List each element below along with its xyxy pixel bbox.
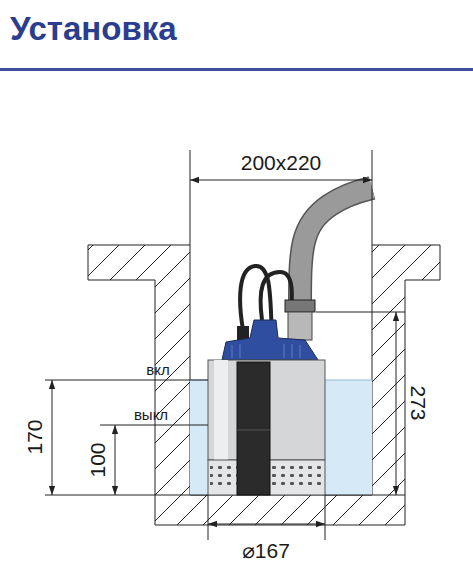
outlet-clamp — [285, 300, 315, 312]
hose — [300, 188, 372, 310]
dimension-text: 170 — [24, 419, 45, 454]
dimension-text: 100 — [87, 442, 108, 477]
float-switch-seam — [237, 430, 270, 431]
outlet — [288, 312, 312, 340]
height-dimension — [316, 312, 405, 495]
diameter-dimension — [208, 495, 325, 540]
pump-highlight — [214, 360, 228, 460]
cap-fins — [232, 344, 300, 358]
dimension-text: 200x220 — [241, 152, 322, 173]
level-label: выкл — [134, 407, 168, 422]
dimension-line — [190, 150, 372, 245]
level-dimension — [45, 380, 208, 495]
page-title: Установка — [10, 12, 177, 45]
dimension-text: 273 — [408, 385, 429, 420]
level-label: вкл — [146, 362, 169, 377]
motor-cap — [222, 320, 318, 360]
pit-wall — [88, 245, 440, 525]
dimension-text: ⌀167 — [242, 540, 290, 561]
header-rule — [0, 68, 473, 71]
hose — [300, 188, 372, 310]
float-switch — [237, 362, 270, 495]
